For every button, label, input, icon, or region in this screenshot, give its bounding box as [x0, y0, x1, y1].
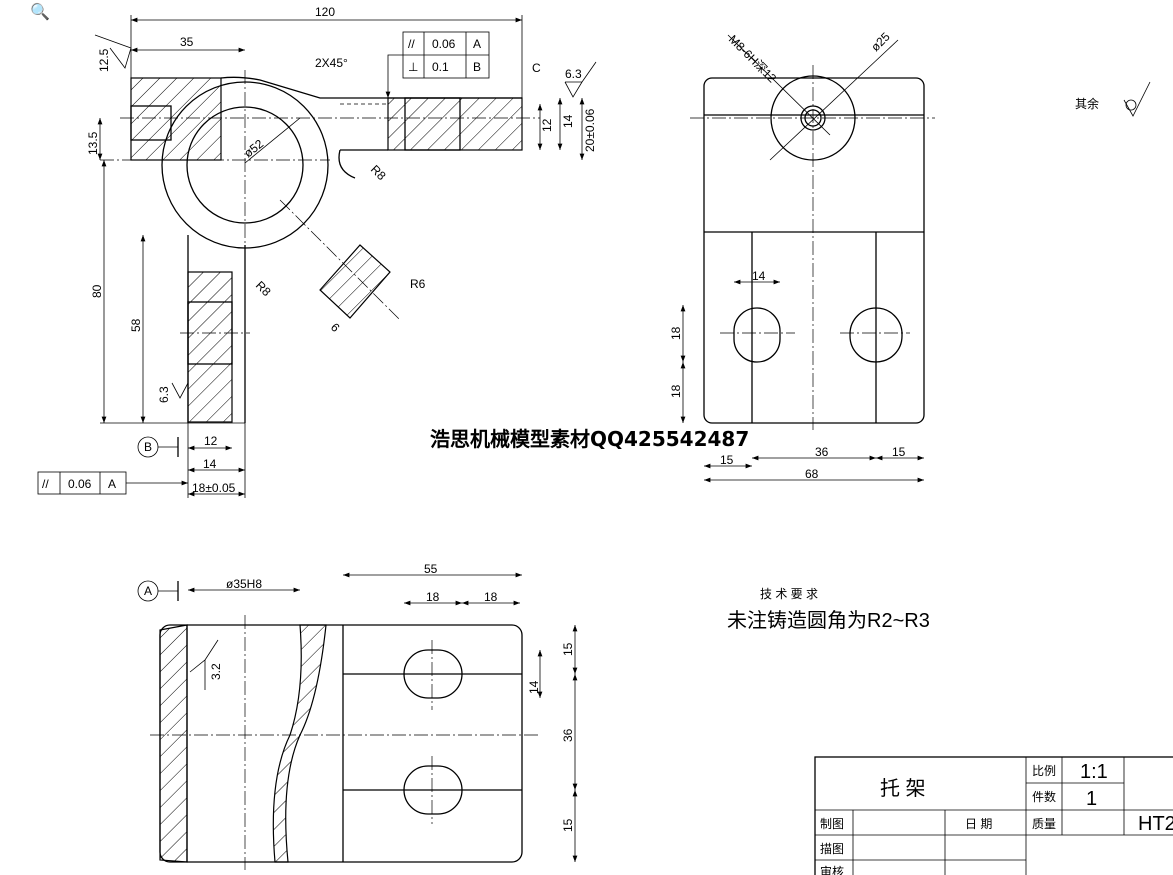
qty-label: 件数 [1032, 789, 1056, 804]
dim-68: 68 [805, 467, 819, 481]
dim-15-c: 15 [561, 642, 575, 656]
dim-6: 6 [328, 320, 343, 335]
dim-18-c: 18 [426, 590, 440, 604]
arm-section [387, 97, 523, 151]
side-view: M8-6H深12 ø25 14 18 18 36 15 15 68 [669, 29, 935, 483]
scale-label: 比例 [1032, 764, 1056, 778]
dim-35: 35 [180, 35, 194, 49]
rotated-section [319, 244, 391, 319]
tech-requirements-line: 未注铸造圆角为R2~R3 [727, 609, 930, 632]
roughness-12-5: 12.5 [97, 48, 111, 72]
top-view: ø35H8 55 18 18 15 14 36 15 3.2 A [137, 562, 578, 870]
dim-18-a: 18 [669, 326, 683, 340]
dim-d35: ø35H8 [226, 577, 262, 591]
dim-r8-b: R8 [253, 278, 274, 299]
bore-circle [186, 106, 304, 224]
dim-chamfer: 2X45° [315, 56, 348, 70]
dim-18-d: 18 [484, 590, 498, 604]
dim-55: 55 [424, 562, 438, 576]
dim-18: 18±0.05 [192, 481, 236, 495]
dim-120: 120 [315, 5, 335, 19]
surface-finish-note: 其余 [1075, 81, 1151, 117]
part-name: 托 架 [880, 777, 926, 800]
bore-section [130, 105, 172, 141]
tolerance-frame-top: // 0.06 A ⊥ 0.1 B [385, 31, 490, 98]
front-view: 120 35 2X45° C 12 14 20±0.06 13.5 ø52 R8… [37, 5, 597, 498]
tol-left-symbol: // [42, 477, 49, 491]
roughness-6-3-leg: 6.3 [157, 386, 171, 403]
tol-symbol-parallel: // [408, 37, 415, 51]
datum-a-label: A [144, 584, 152, 598]
tol-value-perp: 0.1 [432, 60, 449, 74]
dim-18-b: 18 [669, 384, 683, 398]
dim-36-c: 36 [561, 728, 575, 742]
datum-b-label: B [144, 440, 152, 454]
dim-leg-12: 12 [204, 434, 218, 448]
tol-left-datum: A [108, 477, 116, 491]
dim-15-a: 15 [720, 453, 734, 467]
tolerance-frame-left: // 0.06 A [37, 471, 188, 495]
tol-left-value: 0.06 [68, 477, 92, 491]
drawn-label: 制图 [820, 817, 844, 831]
qty-value: 1 [1086, 788, 1097, 810]
tech-requirements-title: 技 术 要 求 [760, 587, 818, 601]
tol-datum-perp: B [473, 60, 481, 74]
checked-label: 审核 [820, 864, 844, 875]
tol-symbol-perp: ⊥ [408, 60, 418, 74]
other-surfaces-label: 其余 [1075, 96, 1099, 111]
title-block: 托 架 比例 1:1 件数 1 制图 日 期 质量 HT2 描图 审核 [814, 756, 1173, 875]
mass-label: 质量 [1032, 817, 1056, 831]
label-c: C [532, 61, 541, 75]
scale-value: 1:1 [1080, 761, 1108, 783]
dim-14-c: 14 [527, 680, 541, 694]
watermark-text: 浩思机械模型素材QQ425542487 [430, 427, 749, 451]
roughness-3-2: 3.2 [209, 663, 223, 680]
tol-datum-parallel: A [473, 37, 481, 51]
traced-label: 描图 [820, 842, 844, 856]
dim-leg-14: 14 [203, 457, 217, 471]
roughness-6-3-top: 6.3 [565, 67, 582, 81]
dim-r8-a: R8 [368, 162, 389, 183]
magnifier-icon[interactable]: 🔍 [30, 2, 50, 21]
tol-value-parallel: 0.06 [432, 37, 456, 51]
dim-80: 80 [90, 284, 104, 298]
dim-15-d: 15 [561, 818, 575, 832]
dim-15-b: 15 [892, 445, 906, 459]
dim-58: 58 [129, 318, 143, 332]
dim-14: 14 [561, 114, 575, 128]
dim-20: 20±0.06 [583, 108, 597, 152]
dim-36: 36 [815, 445, 829, 459]
material-value: HT2 [1138, 813, 1173, 835]
dim-12: 12 [540, 118, 554, 132]
dim-slot-14: 14 [752, 269, 766, 283]
date-label: 日 期 [965, 817, 992, 831]
dim-r6: R6 [410, 277, 426, 291]
dim-d25: ø25 [868, 29, 893, 54]
leg-section [187, 271, 233, 423]
dim-13-5: 13.5 [86, 131, 100, 155]
